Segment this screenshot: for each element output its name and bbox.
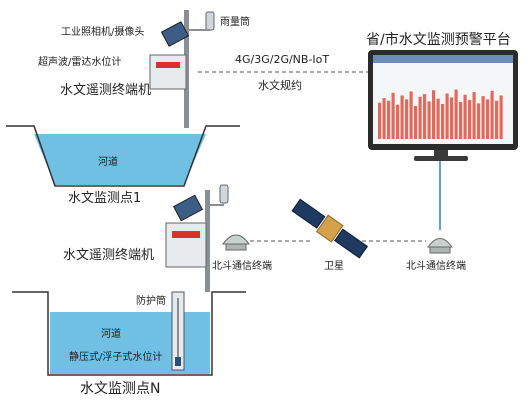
terminal-box-top xyxy=(149,54,187,90)
monitor-chart-bar xyxy=(405,99,409,139)
label-ultrasonic-radar: 超声波/雷达水位计 xyxy=(38,57,122,68)
monitor-chart-bar xyxy=(486,99,490,139)
station-top xyxy=(149,10,215,128)
label-hydro-protocol: 水文规约 xyxy=(258,79,302,92)
monitor-chart-bar xyxy=(481,96,485,139)
monitor-chart-bar xyxy=(409,91,413,139)
beidou-antenna-left xyxy=(222,234,250,245)
satellite-body xyxy=(315,214,344,243)
monitor-chart-bar xyxy=(477,103,481,139)
beidou-antenna-right-base xyxy=(429,246,451,254)
monitor-chart-bar xyxy=(499,95,503,139)
label-terminal-bottom: 水文遥测终端机 xyxy=(63,248,155,263)
label-industrial-camera: 工业照相机/摄像头 xyxy=(61,27,145,38)
monitor-chart-bar xyxy=(427,101,431,139)
monitor-chart-bar xyxy=(387,100,391,139)
rain-gauge-body-top xyxy=(205,11,215,31)
monitor-neck xyxy=(434,150,448,158)
label-beidou-left: 北斗通信终端 xyxy=(212,261,272,272)
monitor-chart-bar xyxy=(432,90,436,139)
label-station-1: 水文监测点1 xyxy=(68,191,142,206)
monitor-chart-bar xyxy=(400,95,404,139)
river-water-top xyxy=(34,134,206,185)
terminal-box-label-bottom xyxy=(172,231,200,238)
satellite-panel-right xyxy=(334,228,369,259)
monitor-chart-bar xyxy=(382,98,386,139)
terminal-box-label-top xyxy=(156,62,180,68)
monitor-chart-bar xyxy=(472,92,476,139)
monitor-chart-bar xyxy=(450,97,454,139)
solar-panel-top xyxy=(160,21,190,47)
rain-gauge-body-bottom xyxy=(219,184,229,204)
monitor-chart-bar xyxy=(490,90,494,139)
label-terminal-top: 水文遥测终端机 xyxy=(60,83,152,98)
monitor-chart-bar xyxy=(441,104,445,139)
terminal-box-bottom xyxy=(165,222,207,268)
river-bank-top xyxy=(6,125,240,187)
monitor-chart-bar xyxy=(459,102,463,139)
label-river-top: 河道 xyxy=(98,157,118,168)
station-bottom xyxy=(165,184,250,292)
label-platform-title: 省/市水文监测预警平台 xyxy=(366,32,511,48)
monitor-chart-bar xyxy=(463,94,467,139)
label-beidou-right: 北斗通信终端 xyxy=(406,261,466,272)
beidou-antenna-right xyxy=(427,238,453,254)
river-bank-bottom xyxy=(12,291,246,376)
monitor-chart-bar xyxy=(418,96,422,139)
label-satellite: 卫星 xyxy=(324,261,344,272)
label-comm-network: 4G/3G/2G/NB-IoT xyxy=(235,53,330,66)
river-channel-bottom xyxy=(12,291,246,376)
label-pressure-float-gauge: 静压式/浮子式水位计 xyxy=(69,352,163,363)
pole-bottom xyxy=(205,190,210,292)
monitor-chart-bar xyxy=(495,100,499,139)
monitor-chart-bar xyxy=(436,98,440,139)
label-protective-tube: 防护筒 xyxy=(136,296,166,307)
river-channel-top xyxy=(6,125,240,187)
monitor-chart xyxy=(378,89,503,139)
satellite xyxy=(291,198,369,259)
monitor-chart-bar xyxy=(454,89,458,139)
monitor-chart-bar xyxy=(445,93,449,139)
beidou-antenna-right-dome xyxy=(427,238,453,248)
monitor-chart-bar xyxy=(468,100,472,139)
pressure-sensor xyxy=(175,357,181,366)
monitor-chart-bar xyxy=(378,102,382,139)
beidou-antenna-left-base xyxy=(225,243,247,251)
monitor-chart-bar xyxy=(423,94,427,139)
river-water-bottom xyxy=(50,312,210,374)
monitor-chart-bar xyxy=(414,106,418,139)
solar-panel-bottom xyxy=(172,194,204,222)
monitor xyxy=(368,50,518,161)
monitor-chart-bar xyxy=(391,92,395,139)
label-river-bottom: 河道 xyxy=(101,329,121,340)
monitor-stand xyxy=(414,156,468,161)
monitor-chart-bar xyxy=(396,104,400,139)
satellite-panel-left xyxy=(291,198,326,229)
label-station-n: 水文监测点N xyxy=(80,381,161,397)
label-rain-gauge: 雨量筒 xyxy=(220,17,250,28)
monitor-header-bar xyxy=(373,55,513,63)
